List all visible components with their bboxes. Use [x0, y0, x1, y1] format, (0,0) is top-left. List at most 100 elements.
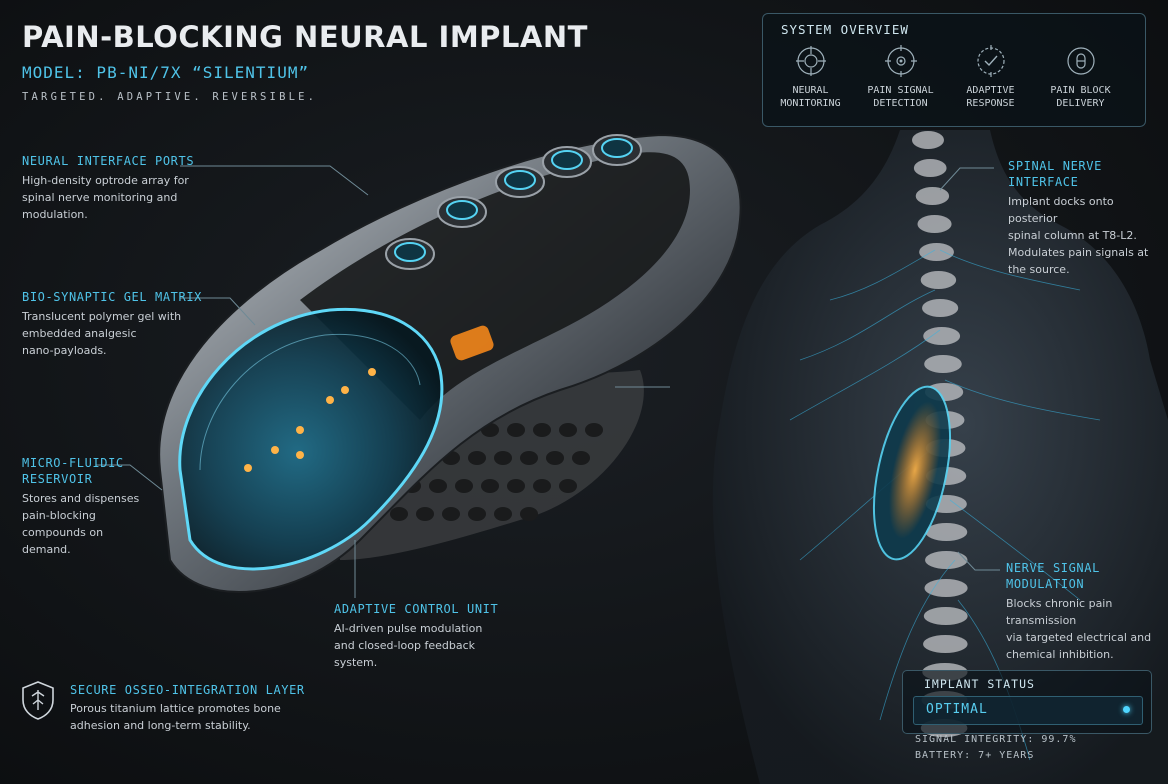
lattice-cell [520, 451, 538, 465]
overview-label: PAIN SIGNAL DETECTION [853, 84, 948, 110]
interface-port [385, 238, 435, 270]
callout-desc: AI-driven pulse modulation and closed-lo… [334, 620, 554, 671]
lattice-cell [585, 423, 603, 437]
label-line: DELIVERY [1056, 98, 1105, 109]
signal-integrity: SIGNAL INTEGRITY: 99.7% [915, 734, 1077, 745]
lattice-cell [481, 479, 499, 493]
callout-desc: Porous titanium lattice promotes bone ad… [70, 700, 370, 734]
interface-port [592, 134, 642, 166]
vertebra [919, 243, 954, 261]
vertebra [924, 355, 962, 373]
desc-line: demand. [22, 543, 71, 556]
callout-desc: Stores and dispenses pain-blocking compo… [22, 490, 162, 558]
title-line: RESERVOIR [22, 472, 93, 486]
desc-line: pain-blocking [22, 509, 96, 522]
desc-line: AI-driven pulse modulation [334, 622, 483, 635]
overview-item-neural-monitoring: NEURAL MONITORING [763, 44, 858, 110]
callout-desc: Blocks chronic pain transmission via tar… [1006, 595, 1166, 663]
vertebra [922, 299, 959, 317]
callout-desc: Translucent polymer gel with embedded an… [22, 308, 242, 359]
signal-detection-icon [884, 45, 917, 77]
vertebra [915, 187, 950, 205]
interface-port [542, 146, 592, 178]
desc-line: compounds on [22, 526, 104, 539]
callout-spinal-interface: SPINAL NERVE INTERFACE Implant docks ont… [1008, 158, 1163, 278]
desc-line: adhesion and long-term stability. [70, 719, 251, 732]
lattice-cell [468, 507, 486, 521]
desc-line: spinal nerve monitoring and [22, 191, 178, 204]
desc-line: spinal column at T8-L2. [1008, 229, 1137, 242]
lattice-cell [494, 507, 512, 521]
desc-line: chemical inhibition. [1006, 648, 1114, 661]
vertebra [917, 215, 952, 233]
lattice-cell [390, 507, 408, 521]
label-line: NEURAL [792, 85, 829, 96]
overview-item-pain-block-delivery: PAIN BLOCK DELIVERY [1033, 44, 1128, 110]
lattice-cell [468, 451, 486, 465]
vertebra [913, 159, 947, 177]
callout-nerve-modulation: NERVE SIGNAL MODULATION Blocks chronic p… [1006, 560, 1166, 663]
lattice-cell [494, 451, 512, 465]
callout-gel-matrix: BIO-SYNAPTIC GEL MATRIX Translucent poly… [22, 289, 242, 359]
callout-title: SPINAL NERVE INTERFACE [1008, 159, 1102, 189]
vertebra [924, 579, 968, 597]
block-delivery-icon [1066, 47, 1095, 75]
overview-label: NEURAL MONITORING [763, 84, 858, 110]
vertebra [923, 607, 968, 625]
overview-item-pain-signal-detection: PAIN SIGNAL DETECTION [853, 44, 948, 110]
interface-port [495, 166, 545, 198]
desc-line: via targeted electrical and [1006, 631, 1152, 644]
desc-line: Porous titanium lattice promotes bone [70, 702, 281, 715]
label-line: MONITORING [780, 98, 841, 109]
adaptive-response-icon [976, 45, 1005, 77]
vertebra [920, 271, 957, 289]
implant-status-panel: IMPLANT STATUS OPTIMAL [902, 670, 1152, 734]
system-overview-panel: SYSTEM OVERVIEW NEURAL MONITORING PAIN S… [762, 13, 1146, 127]
label-line: DETECTION [873, 98, 928, 109]
callout-reservoir: MICRO-FLUIDIC RESERVOIR Stores and dispe… [22, 455, 162, 558]
desc-line: Blocks chronic pain transmission [1006, 597, 1113, 627]
callout-title: SECURE OSSEO-INTEGRATION LAYER [70, 683, 305, 697]
desc-line: Modulates pain signals at [1008, 246, 1149, 259]
callout-neural-ports: NEURAL INTERFACE PORTS High-density optr… [22, 153, 242, 223]
title-line: MICRO-FLUIDIC [22, 456, 124, 470]
lattice-cell [533, 479, 551, 493]
nano-payload-node [368, 368, 376, 376]
vertebra [912, 131, 944, 149]
desc-line: system. [334, 656, 378, 669]
overview-title: SYSTEM OVERVIEW [781, 22, 909, 37]
lattice-cell [429, 479, 447, 493]
lattice-cell [559, 479, 577, 493]
lattice-cell [559, 423, 577, 437]
desc-line: and closed-loop feedback [334, 639, 476, 652]
overview-label: ADAPTIVE RESPONSE [943, 84, 1038, 110]
label-line: RESPONSE [966, 98, 1015, 109]
nano-payload-node [326, 396, 334, 404]
leader-lines [96, 165, 1000, 598]
model-number: MODEL: PB-NI/7X “SILENTIUM” [22, 63, 310, 82]
neural-monitoring-icon [795, 46, 826, 76]
callout-osseo-layer: SECURE OSSEO-INTEGRATION LAYER Porous ti… [70, 682, 370, 734]
nerve-network [789, 249, 1101, 761]
callout-desc: Implant docks onto posterior spinal colu… [1008, 193, 1163, 278]
desc-line: Translucent polymer gel with [22, 310, 182, 323]
status-dot-icon [1123, 706, 1130, 713]
callout-desc: High-density optrode array for spinal ne… [22, 172, 242, 223]
status-indicator: OPTIMAL [913, 696, 1143, 725]
desc-line: embedded analgesic [22, 327, 137, 340]
callout-title: NERVE SIGNAL MODULATION [1006, 561, 1100, 591]
overview-label: PAIN BLOCK DELIVERY [1033, 84, 1128, 110]
lattice-cell [507, 479, 525, 493]
nano-payload-node [271, 446, 279, 454]
desc-line: nano-payloads. [22, 344, 107, 357]
lattice-cell [507, 423, 525, 437]
desc-line: High-density optrode array for [22, 174, 189, 187]
nano-payload-node [244, 464, 252, 472]
label-line: PAIN BLOCK [1050, 85, 1111, 96]
label-line: PAIN SIGNAL [867, 85, 934, 96]
lattice-cell [572, 451, 590, 465]
label-line: ADAPTIVE [966, 85, 1015, 96]
spinal-implant [873, 385, 951, 561]
vertebra [923, 327, 961, 345]
desc-line: Implant docks onto posterior [1008, 195, 1114, 225]
